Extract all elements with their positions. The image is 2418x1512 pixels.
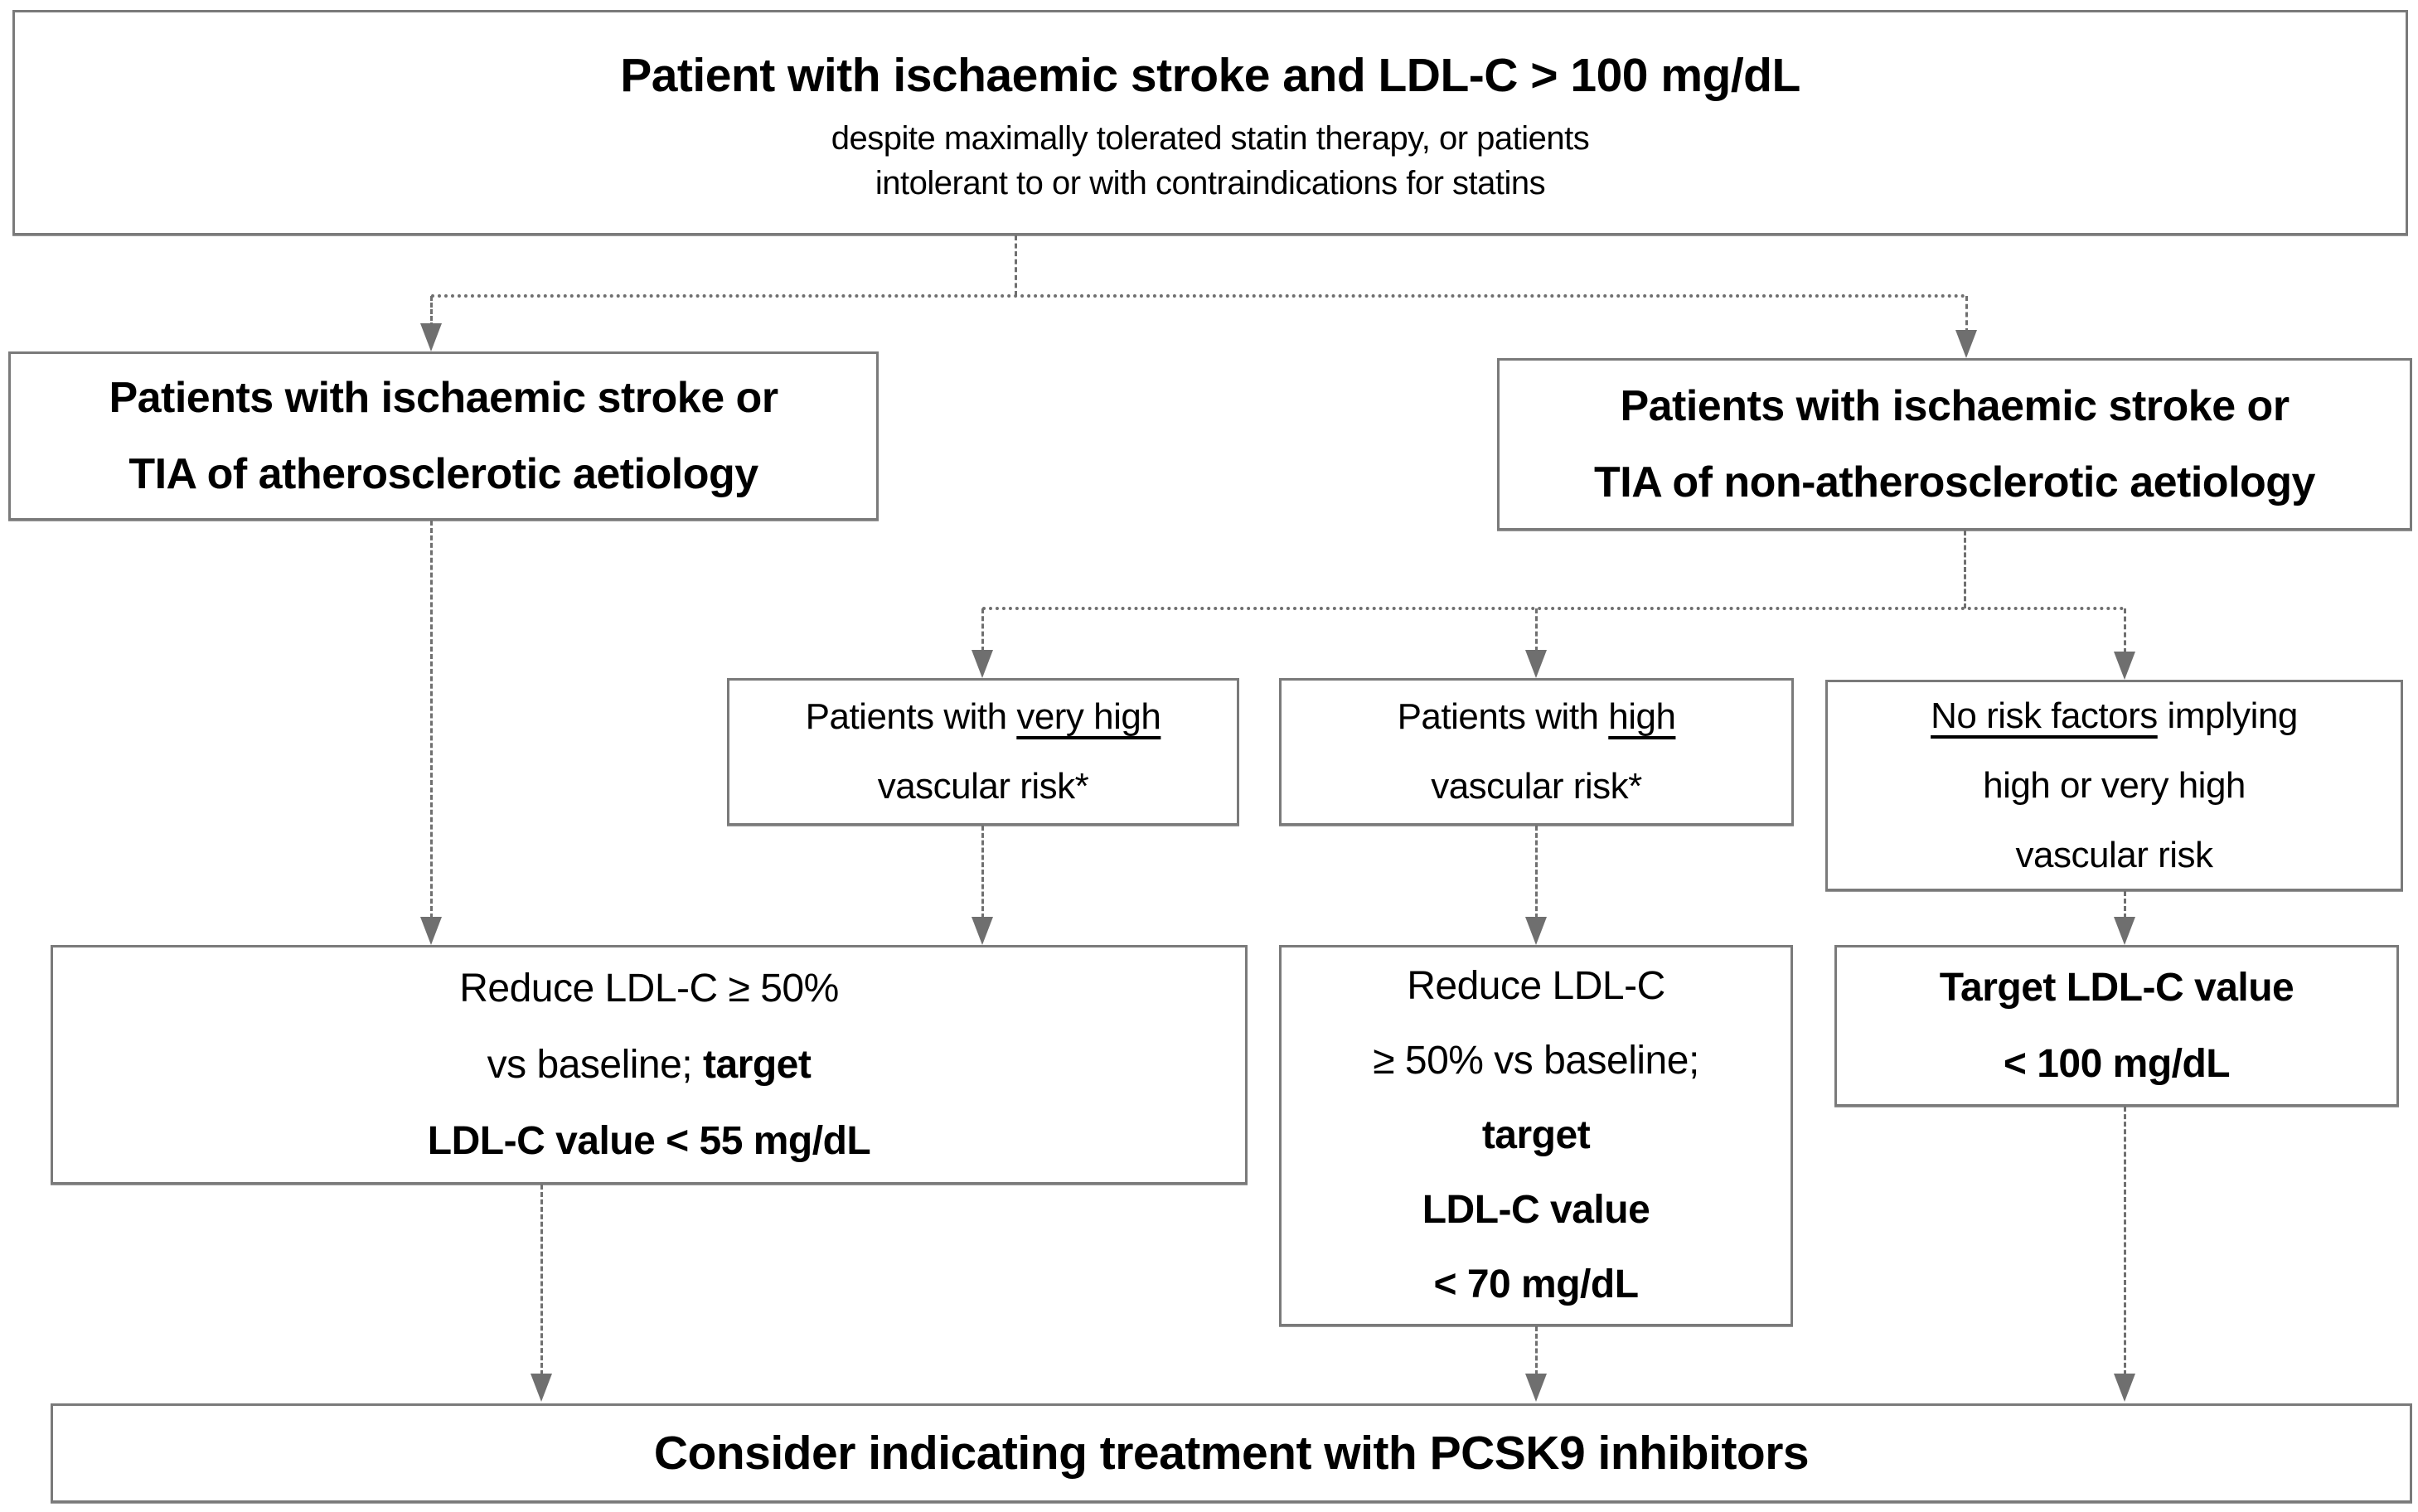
text-segment: vascular risk [2015, 834, 2214, 875]
text-line: < 100 mg/dL [2003, 1026, 2231, 1102]
connector-to-very-high [981, 608, 984, 652]
text-segment: Patients with [1397, 696, 1609, 737]
text-line: intolerant to or with contraindications … [875, 161, 1546, 206]
text-line: LDL-C value [1422, 1173, 1650, 1248]
text-line: No risk factors implying [1931, 681, 2298, 751]
text-line: Patients with ischaemic stroke or [109, 360, 778, 436]
arrow-down-icon [531, 1374, 552, 1402]
text-segment: vascular risk* [1431, 766, 1642, 807]
connector-target70-to-pcsk9 [1535, 1326, 1538, 1375]
text-line: Reduce LDL-C ≥ 50% [459, 951, 839, 1027]
arrow-down-icon [972, 917, 993, 945]
arrow-down-icon [1525, 650, 1547, 678]
text-line: despite maximally tolerated statin thera… [831, 116, 1590, 161]
text-line: Target LDL-C value [1940, 950, 2294, 1026]
connector-split-2 [982, 607, 2125, 610]
high-risk-node: Patients with high vascular risk* [1279, 678, 1794, 826]
arrow-down-icon [420, 323, 442, 351]
text-segment: very high [1016, 696, 1161, 737]
text-segment: Consider indicating treatment with PCSK9… [653, 1427, 1810, 1480]
text-segment: Reduce LDL-C ≥ 50% [459, 966, 839, 1010]
text-segment: < 70 mg/dL [1433, 1262, 1639, 1306]
text-segment: vs baseline; [487, 1042, 703, 1087]
start-node: Patient with ischaemic stroke and LDL-C … [12, 10, 2408, 235]
text-line: target [1481, 1098, 1591, 1173]
text-line: Patients with high [1398, 682, 1676, 752]
text-line: ≥ 50% vs baseline; [1373, 1024, 1699, 1098]
text-segment: LDL-C value < 55 mg/dL [427, 1118, 871, 1163]
text-segment: implying [2157, 695, 2298, 736]
text-line: Patient with ischaemic stroke and LDL-C … [620, 40, 1800, 111]
target-100-node: Target LDL-C value < 100 mg/dL [1834, 945, 2399, 1107]
text-segment: target [702, 1042, 812, 1087]
text-line: vascular risk* [878, 752, 1089, 821]
text-segment: intolerant to or with contraindications … [875, 165, 1546, 201]
very-high-risk-node: Patients with very high vascular risk* [727, 678, 1239, 826]
text-segment: Patients with ischaemic stroke or [109, 374, 778, 422]
arrow-down-icon [972, 650, 993, 678]
arrow-down-icon [1525, 1374, 1547, 1402]
connector-to-non-atherosclerotic [1965, 296, 1968, 333]
text-line: LDL-C value < 55 mg/dL [427, 1103, 871, 1180]
text-segment: Patient with ischaemic stroke and LDL-C … [620, 49, 1800, 102]
text-line: < 70 mg/dL [1433, 1248, 1639, 1322]
arrow-down-icon [1955, 330, 1977, 358]
connector-veryhigh-to-target55 [981, 826, 984, 918]
arrow-down-icon [2114, 917, 2135, 945]
atherosclerotic-node: Patients with ischaemic stroke or TIA of … [8, 351, 879, 521]
text-line: Reduce LDL-C [1407, 949, 1665, 1024]
text-segment: Target LDL-C value [1939, 965, 2294, 1010]
no-risk-factors-node: No risk factors implying high or very hig… [1825, 680, 2403, 891]
text-line: high or very high [1983, 751, 2246, 821]
text-segment: high or very high [1983, 764, 2246, 806]
connector-to-high [1535, 608, 1538, 652]
text-segment: LDL-C value [1422, 1188, 1650, 1232]
text-line: Consider indicating treatment with PCSK9… [653, 1408, 1810, 1499]
text-segment: Patients with ischaemic stroke or [1620, 382, 2290, 430]
connector-target100-to-pcsk9 [2124, 1107, 2126, 1375]
arrow-down-icon [2114, 652, 2135, 680]
connector-to-atherosclerotic [430, 296, 433, 327]
non-atherosclerotic-node: Patients with ischaemic stroke or TIA of … [1497, 358, 2412, 531]
connector-norisk-to-target100 [2124, 891, 2126, 918]
text-line: vascular risk [2015, 821, 2214, 890]
text-line: vs baseline; target [487, 1027, 812, 1103]
arrow-down-icon [2114, 1374, 2135, 1402]
arrow-down-icon [420, 917, 442, 945]
pcsk9-node: Consider indicating treatment with PCSK9… [51, 1403, 2412, 1503]
text-line: vascular risk* [1431, 752, 1642, 821]
text-segment: TIA of non-atherosclerotic aetiology [1594, 458, 2315, 506]
connector-to-no-risk [2124, 608, 2126, 653]
connector-nonathero-drop [1964, 531, 1966, 608]
text-segment: Reduce LDL-C [1407, 964, 1665, 1008]
text-segment: ≥ 50% vs baseline; [1373, 1039, 1699, 1083]
text-segment: No risk factors [1931, 695, 2158, 736]
connector-target55-to-pcsk9 [540, 1185, 543, 1375]
text-segment: despite maximally tolerated statin thera… [831, 120, 1590, 157]
connector-high-to-target70 [1535, 826, 1538, 918]
text-line: Patients with very high [806, 682, 1161, 752]
text-segment: < 100 mg/dL [2003, 1041, 2231, 1086]
text-segment: vascular risk* [877, 766, 1089, 807]
text-segment: Patients with [805, 696, 1017, 737]
connector-start-drop [1015, 235, 1017, 296]
text-segment: target [1481, 1113, 1591, 1157]
connector-athero-to-target55 [430, 521, 433, 918]
text-line: TIA of non-atherosclerotic aetiology [1594, 444, 2315, 521]
text-segment: high [1608, 696, 1676, 737]
text-line: TIA of atherosclerotic aetiology [128, 436, 758, 512]
text-segment: TIA of atherosclerotic aetiology [128, 450, 758, 498]
connector-split-1 [431, 294, 1966, 298]
text-line: Patients with ischaemic stroke or [1620, 368, 2290, 444]
arrow-down-icon [1525, 917, 1547, 945]
